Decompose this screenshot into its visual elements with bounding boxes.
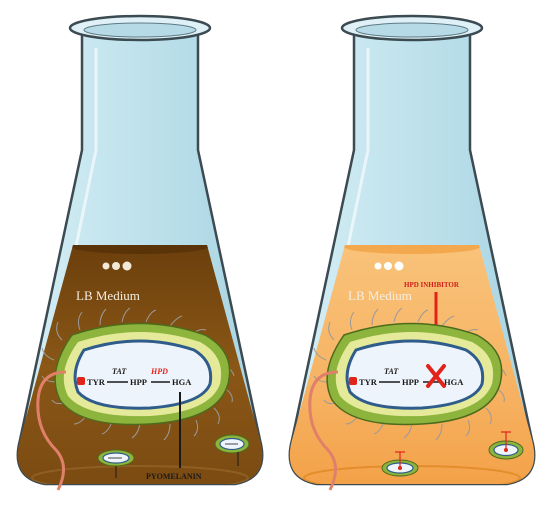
pathway-substrate: TYR (359, 377, 378, 387)
pathway-enzyme2: HPD (150, 367, 168, 376)
right-flask: LB Medium HPD INHIBITOR TYR TAT HPP HGA (272, 16, 549, 492)
transporter (349, 377, 357, 385)
pathway-enzyme1: TAT (384, 367, 399, 376)
bubbles (375, 262, 404, 271)
bacterium-main (327, 324, 502, 425)
bubbles (103, 262, 132, 271)
pathway-product: HGA (444, 377, 464, 387)
pathway-product: HGA (172, 377, 192, 387)
pathway-intermediate: HPP (130, 377, 147, 387)
medium-label: LB Medium (76, 288, 140, 303)
left-flask: LB Medium TYR TAT HPP HPD HGA (0, 16, 280, 492)
pathway-intermediate: HPP (402, 377, 419, 387)
bacterium-main (55, 324, 230, 425)
hpd-inhibitor-label: HPD INHIBITOR (404, 281, 460, 289)
pathway-enzyme1: TAT (112, 367, 127, 376)
transporter (77, 377, 85, 385)
medium-label: LB Medium (348, 288, 412, 303)
pathway-substrate: TYR (87, 377, 106, 387)
pyomelanin-label: PYOMELANIN (146, 472, 202, 481)
